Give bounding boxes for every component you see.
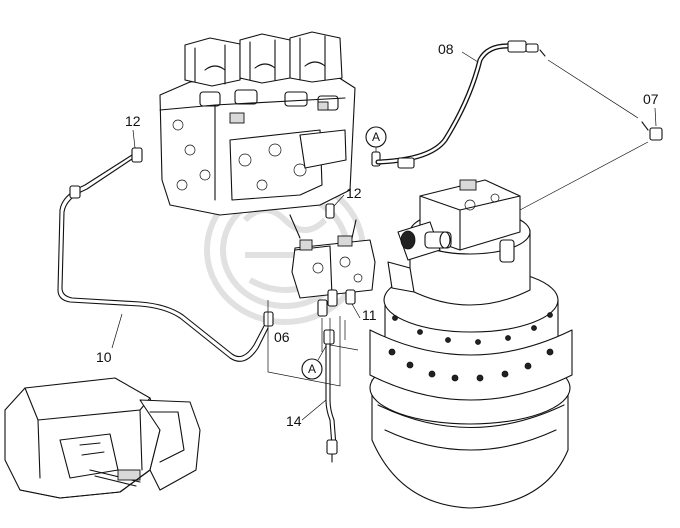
callout-10: 10 (96, 349, 112, 365)
swing-motor (369, 179, 573, 509)
pilot-valve-block (289, 214, 376, 299)
fitting-12-right (325, 203, 335, 219)
housing-bolts (388, 312, 554, 382)
callout-12-right: 12 (346, 185, 362, 201)
svg-text:A: A (308, 362, 316, 376)
hose-08 (375, 40, 546, 169)
callout-06: 06 (274, 329, 290, 345)
callout-11: 11 (362, 307, 377, 323)
fitting-11 (345, 289, 356, 305)
fitting-06-b (327, 289, 338, 307)
callout-07: 07 (643, 91, 659, 107)
reference-mark-a-top: A (365, 126, 387, 152)
callout-08: 08 (438, 41, 454, 57)
control-valve (159, 31, 356, 216)
pipe-10 (57, 154, 274, 362)
bracket-lines (267, 300, 359, 387)
fitting-06-a (317, 299, 328, 317)
reference-mark-a-bottom: A (301, 345, 327, 380)
fitting-07 (519, 59, 663, 211)
pipe-14 (323, 329, 338, 463)
callout-12-left: 12 (125, 113, 141, 129)
svg-text:A: A (372, 130, 380, 144)
fitting-12-left (131, 147, 143, 163)
callout-labels: 08 07 12 12 11 06 10 14 (96, 41, 659, 429)
excavator-thumbnail (4, 377, 201, 499)
callout-14: 14 (286, 413, 302, 429)
